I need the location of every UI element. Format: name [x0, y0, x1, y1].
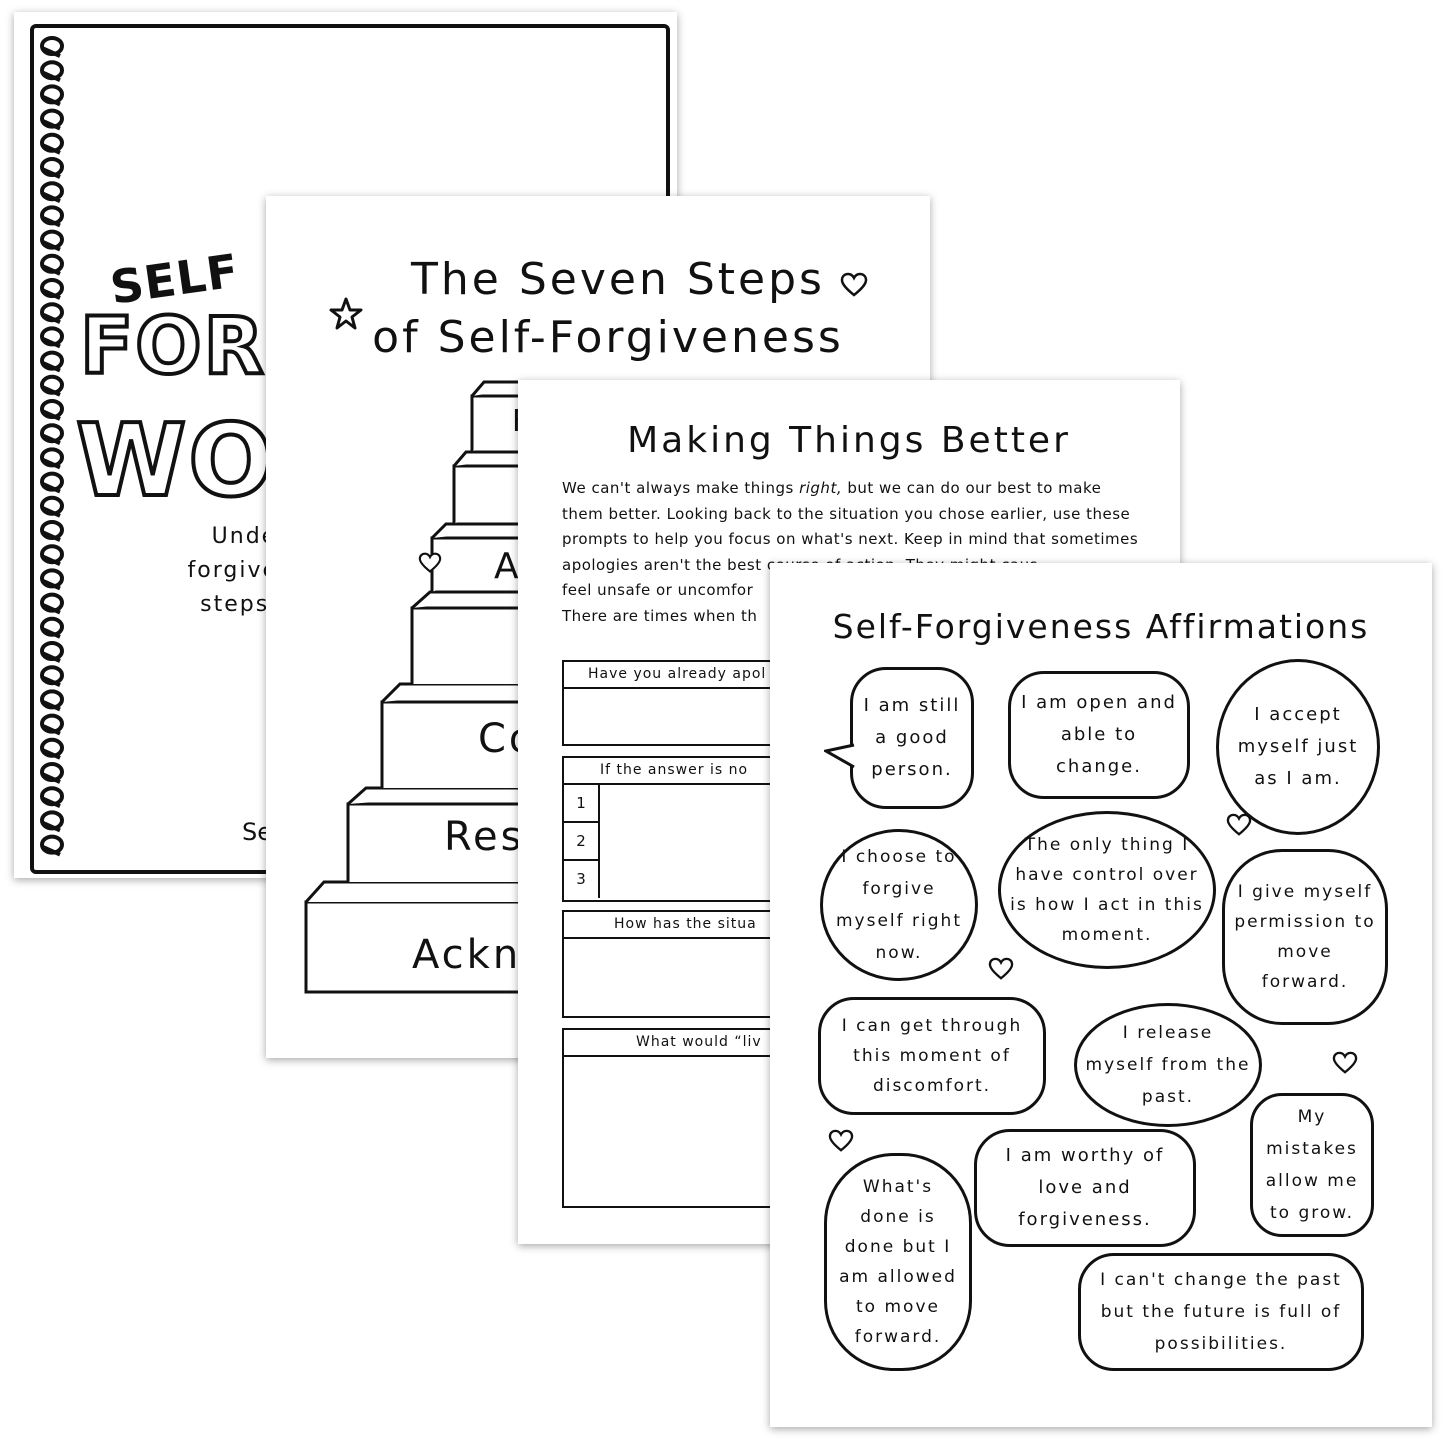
affirmation-bubble: I am still a good person. [850, 667, 974, 809]
row-number: 1 [564, 785, 600, 823]
spiral-wire [41, 215, 61, 228]
spiral-wire [41, 796, 61, 809]
spiral-wire [41, 820, 61, 833]
spiral-wire [41, 723, 61, 736]
worksheet-title: Making Things Better [627, 420, 1071, 461]
affirmation-bubble: I am open and able to change. [1008, 671, 1190, 799]
affirmation-text: I accept myself just as I am. [1237, 704, 1359, 789]
spiral-wire [41, 433, 61, 446]
affirmation-text: I am worthy of love and forgiveness. [1005, 1145, 1165, 1230]
affirmation-bubble: I can get through this moment of discomf… [818, 997, 1046, 1115]
steps-title-line1: The Seven Steps [411, 254, 825, 305]
step-label: Res [444, 814, 525, 860]
row-number: 2 [564, 823, 600, 861]
steps-title-line2: of Self-Forgiveness [372, 312, 844, 363]
spiral-wire [41, 70, 61, 83]
spiral-wire [41, 312, 61, 325]
spiral-wire [41, 530, 61, 542]
affirmation-bubble: My mistakes allow me to grow. [1250, 1093, 1374, 1237]
spiral-wire [41, 481, 61, 494]
affirmation-text: The only thing I have control over is ho… [1010, 835, 1204, 945]
spiral-wire [41, 747, 61, 760]
star-icon [329, 297, 363, 330]
heart-icon [988, 957, 1014, 980]
bubble-tail [824, 743, 855, 769]
affirmation-text: My mistakes allow me to grow. [1265, 1107, 1359, 1223]
spiral-wire [41, 772, 61, 784]
affirmation-text: I am open and able to change. [1021, 692, 1177, 777]
affirmation-bubble: I release myself from the past. [1074, 1003, 1262, 1127]
spiral-wire [41, 602, 61, 615]
spiral-wire [41, 94, 61, 107]
spiral-wire [41, 336, 61, 349]
intro-text: feel unsafe or uncomfor [562, 581, 754, 599]
row-number: 3 [564, 861, 600, 898]
spiral-wire [41, 167, 61, 179]
spiral-wire [41, 626, 61, 639]
affirmation-text: What's done is done but I am allowed to … [839, 1177, 957, 1347]
affirmation-text: I can't change the past but the future i… [1100, 1270, 1342, 1354]
spiral-wire [41, 699, 61, 712]
heart-icon [1332, 1051, 1358, 1074]
spiral-wire [41, 118, 61, 131]
spiral-wire [41, 505, 61, 518]
intro-text: There are times when th [562, 606, 758, 625]
affirmation-bubble: I give myself permission to move forward… [1222, 849, 1388, 1025]
spiral-wire [41, 651, 61, 663]
heart-icon [840, 272, 868, 297]
spiral-wire [41, 360, 61, 373]
affirmation-bubble: I choose to forgive myself right now. [820, 829, 978, 981]
spiral-wire [41, 46, 61, 58]
affirmation-bubble: I can't change the past but the future i… [1078, 1253, 1364, 1371]
spiral-wire [41, 675, 61, 688]
affirmations-page: Self-Forgiveness Affirmations I am still… [770, 563, 1432, 1427]
heart-icon [418, 552, 442, 573]
spiral-wire [41, 554, 61, 567]
heart-icon [1226, 813, 1252, 836]
affirmations-title: Self-Forgiveness Affirmations [832, 607, 1370, 646]
step-label: A [494, 546, 522, 587]
spiral-wire [41, 844, 61, 857]
spiral-wire [41, 578, 61, 591]
heart-icon [828, 1129, 854, 1152]
spiral-wire [41, 142, 61, 155]
spiral-wire [41, 263, 61, 276]
affirmation-bubble: I accept myself just as I am. [1216, 659, 1380, 835]
affirmation-bubble: What's done is done but I am allowed to … [824, 1153, 972, 1371]
intro-emphasis: right, [799, 479, 843, 497]
spiral-wire [41, 409, 61, 421]
spiral-wire [41, 457, 61, 470]
step-label: Ackn [412, 932, 522, 978]
intro-text: We can't always make things [562, 479, 800, 497]
spiral-wire [41, 288, 61, 300]
affirmation-text: I release myself from the past. [1085, 1023, 1251, 1107]
spiral-binding [40, 36, 64, 857]
spiral-wire [41, 239, 61, 252]
affirmation-text: I am still a good person. [863, 695, 961, 780]
affirmation-text: I choose to forgive myself right now. [836, 847, 962, 963]
spiral-wire [41, 191, 61, 204]
affirmation-text: I can get through this moment of discomf… [841, 1016, 1023, 1096]
affirmation-bubble: I am worthy of love and forgiveness. [974, 1129, 1196, 1247]
affirmation-bubble: The only thing I have control over is ho… [998, 811, 1216, 969]
spiral-wire [41, 384, 61, 397]
affirmation-text: I give myself permission to move forward… [1234, 882, 1376, 992]
